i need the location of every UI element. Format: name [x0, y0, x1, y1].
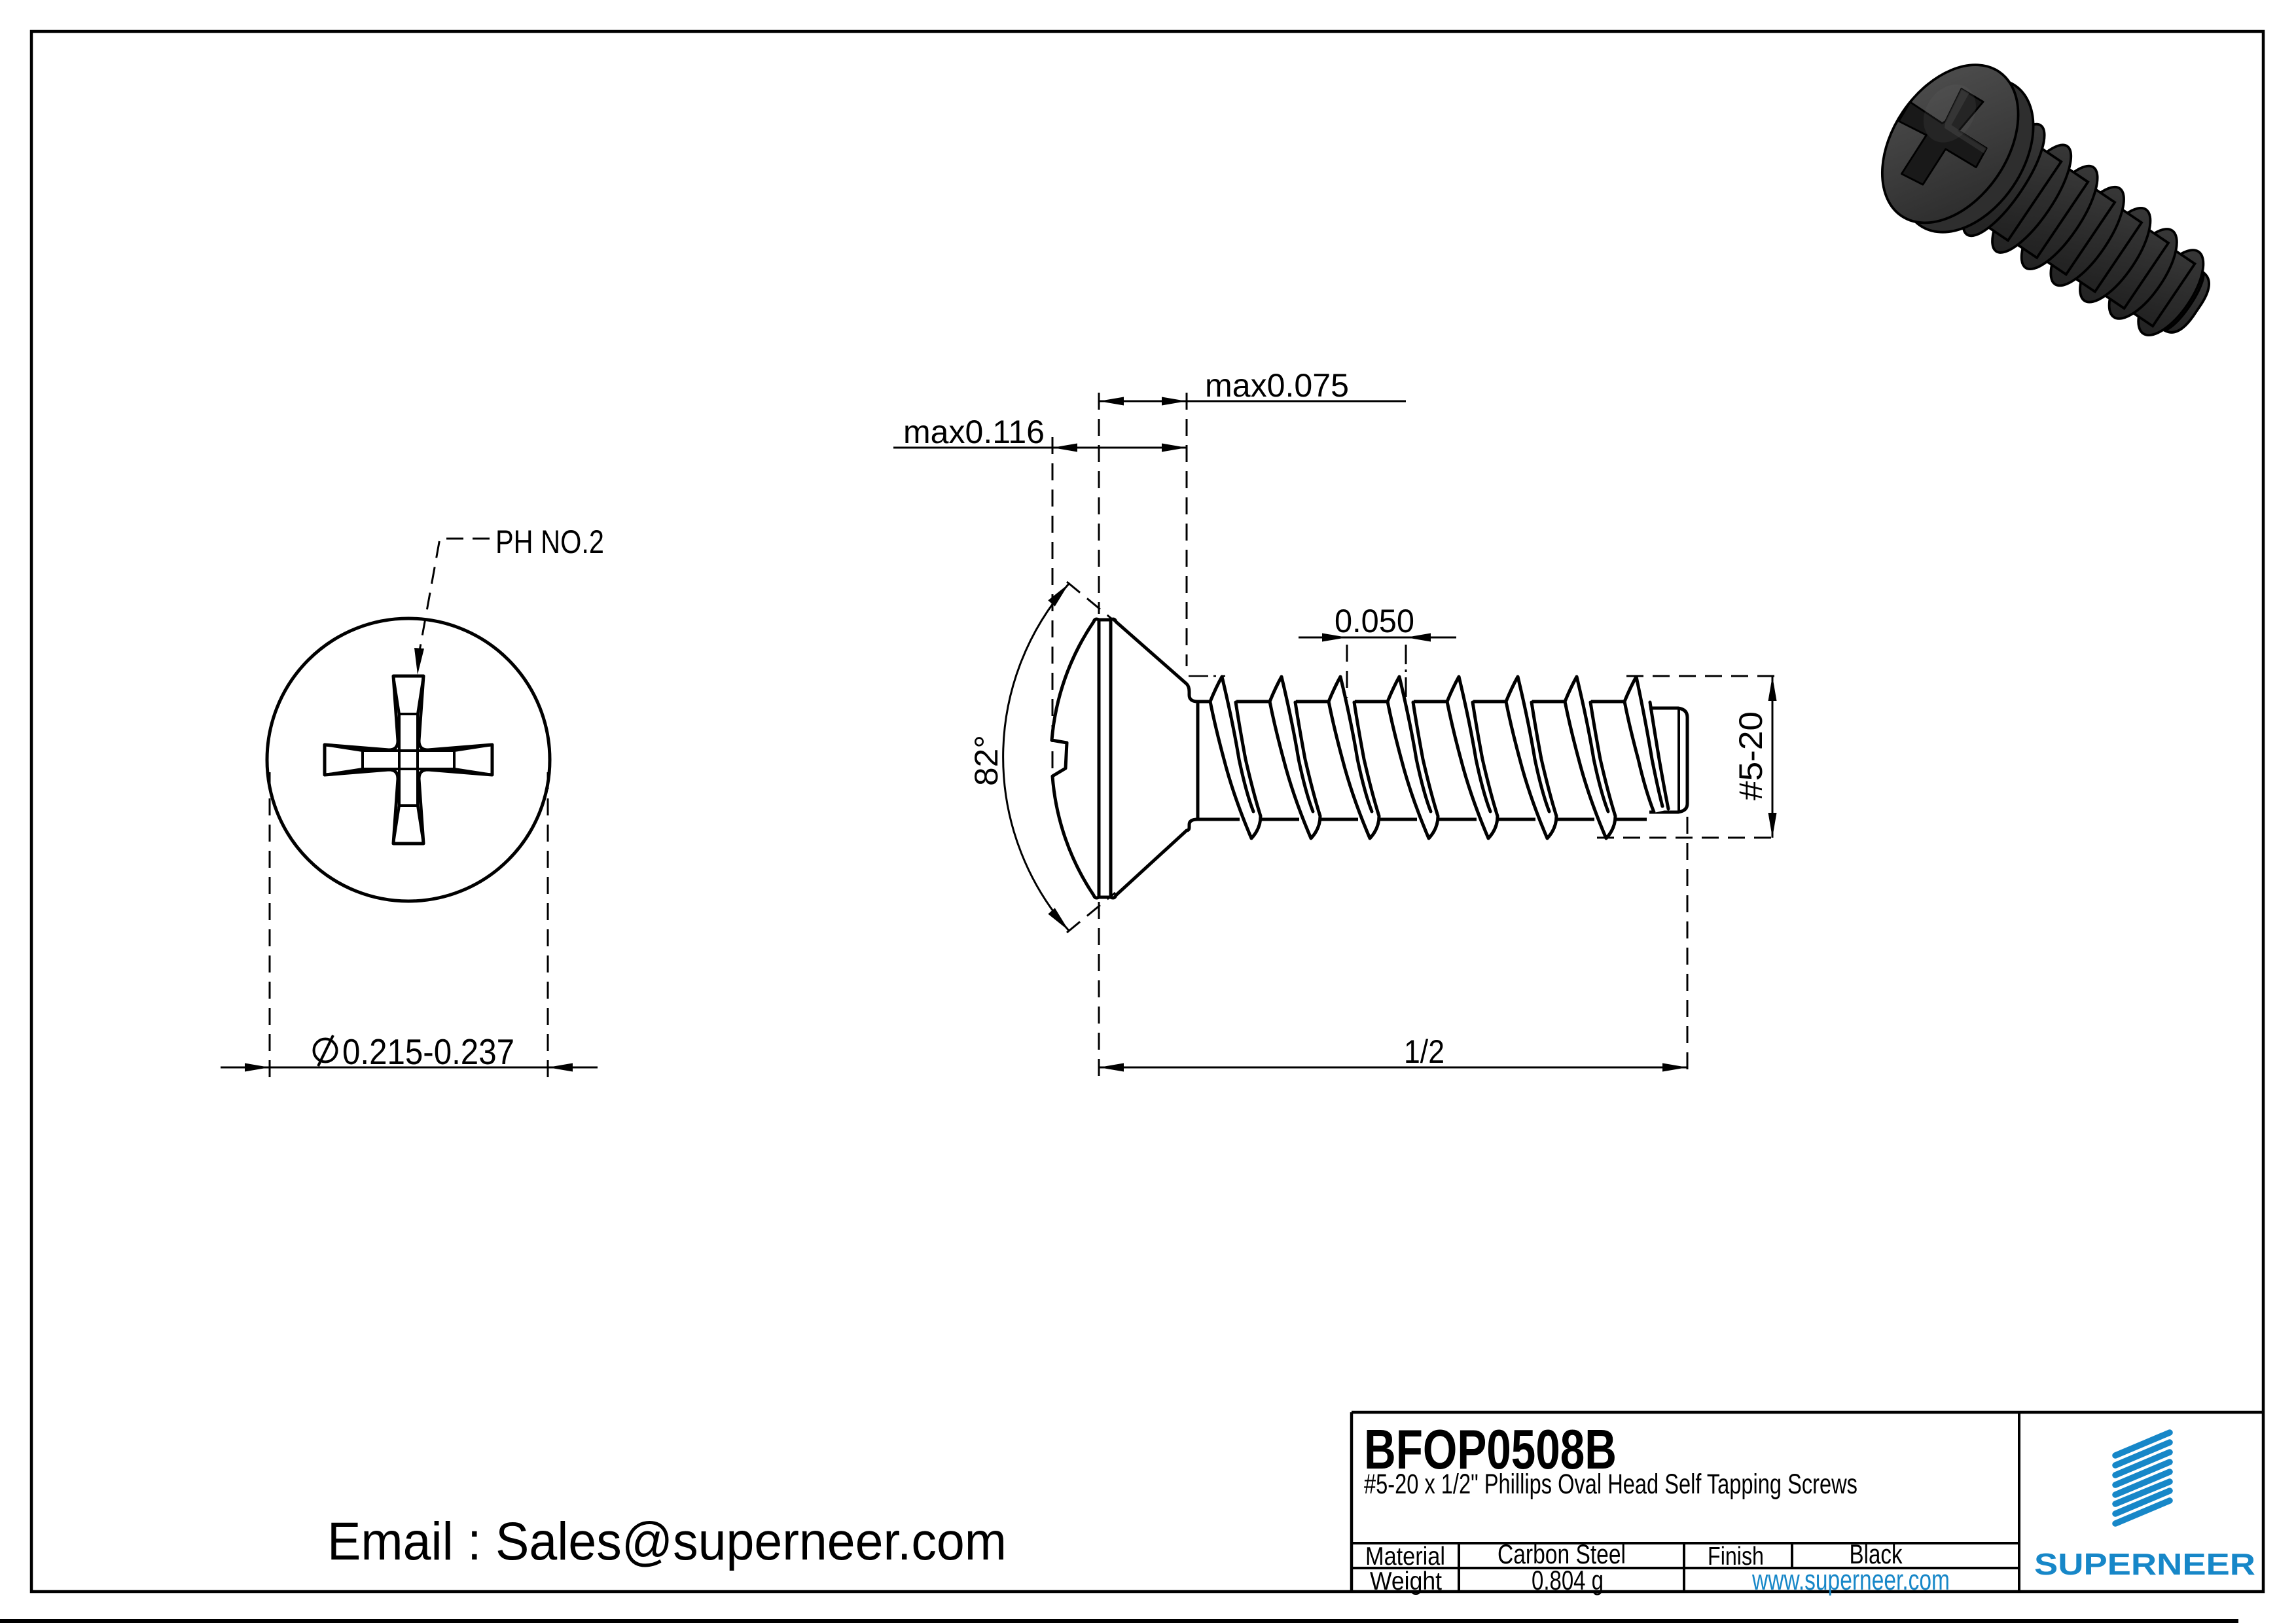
head-height-dimension: max0.116: [893, 414, 1187, 776]
countersink-angle-dimension: 82°: [968, 580, 1116, 934]
length-value: 1/2: [1404, 1033, 1444, 1070]
phillips-recess-outline: [323, 674, 494, 846]
head-height-value: max0.116: [903, 414, 1045, 450]
head-outline-circle: [265, 616, 552, 903]
weight-value: 0.804 g: [1532, 1565, 1604, 1596]
diameter-symbol: [312, 1035, 338, 1067]
sheet-bottom-edge: [0, 1619, 2238, 1623]
brand-logo: SUPERNEER: [2034, 1429, 2255, 1581]
length-dimension: 1/2: [1099, 817, 1689, 1079]
head-diameter-dimension: 0.215-0.237: [221, 772, 598, 1079]
phillips-recess-3d: [1897, 88, 1988, 186]
head-diameter-value: 0.215-0.237: [342, 1031, 514, 1072]
title-block: BFOP0508B #5-20 x 1/2" Phillips Oval Hea…: [1350, 1410, 2263, 1596]
finish-value: Black: [1850, 1539, 1903, 1569]
weight-label: Weight: [1370, 1567, 1442, 1596]
thread-ribbons: [1208, 675, 1671, 840]
thread-pitch-value: 0.050: [1335, 603, 1414, 639]
thread-size-dimension: #5-20: [1597, 675, 1777, 839]
countersink-angle-value: 82°: [968, 735, 1005, 786]
website-link[interactable]: www.superneer.com: [1751, 1564, 1950, 1596]
finish-label: Finish: [1708, 1543, 1764, 1571]
part-description: #5-20 x 1/2" Phillips Oval Head Self Tap…: [1364, 1469, 1857, 1500]
material-label: Material: [1365, 1543, 1445, 1571]
email-text: Email : Sales@superneer.com: [327, 1512, 1007, 1571]
phillips-recess-inner-lines: [324, 675, 493, 844]
screw-3d-head: [1880, 63, 2035, 234]
head-side-height-dimension: max0.075: [1098, 367, 1406, 1079]
drive-label: PH NO.2: [495, 524, 604, 560]
sheet-border: [29, 29, 2265, 1594]
head-side-height-value: max0.075: [1205, 367, 1349, 404]
front-view: [265, 616, 552, 903]
logo-stripes-icon: [2112, 1429, 2173, 1527]
leader-arrowhead: [414, 648, 424, 675]
thread-pitch-dimension: 0.050: [1299, 603, 1456, 704]
side-view: [1050, 617, 1689, 900]
screw-3d-image: [1880, 63, 2210, 337]
thread-size-value: #5-20: [1732, 711, 1769, 800]
drive-callout: PH NO.2: [414, 524, 604, 675]
screw-head-profile: [1050, 617, 1200, 900]
part-number: BFOP0508B: [1364, 1419, 1617, 1481]
brand-name: SUPERNEER: [2034, 1547, 2255, 1581]
material-value: Carbon Steel: [1498, 1539, 1626, 1569]
